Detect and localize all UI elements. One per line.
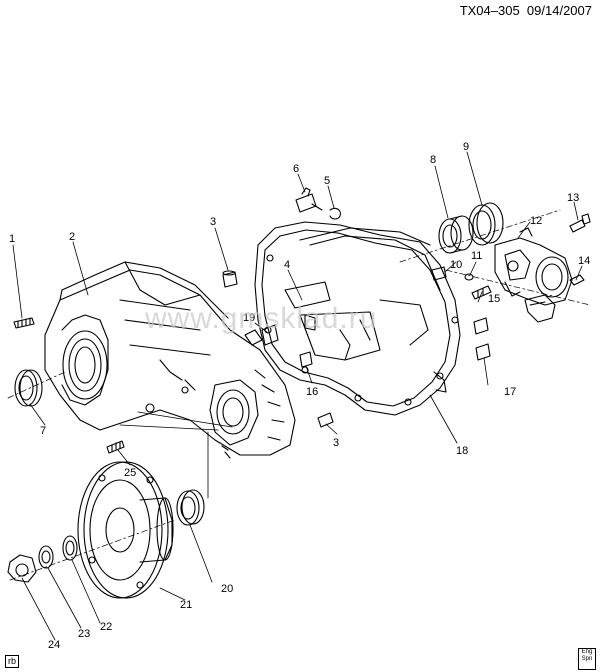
callout-3: 3 — [210, 216, 216, 228]
bolt-part-11 — [471, 285, 492, 300]
callout-8: 8 — [430, 154, 436, 166]
callout-19: 19 — [243, 312, 255, 324]
callout-6: 6 — [293, 163, 299, 175]
sensor-part-6 — [295, 187, 323, 213]
front-case-half — [44, 261, 296, 459]
bearing-part-8 — [438, 215, 474, 254]
plug-part-15 — [473, 317, 489, 335]
diagram-code: TX04–305 — [459, 3, 520, 18]
diagram-date: 09/14/2007 — [526, 3, 592, 18]
callout-17: 17 — [504, 386, 516, 398]
bolt-part-13 — [569, 213, 591, 233]
callout-22: 22 — [100, 621, 112, 633]
callout-9: 9 — [463, 141, 469, 153]
callout-12: 12 — [530, 215, 542, 227]
callout-labels: 1 2 3 4 5 6 7 8 9 10 11 12 13 14 15 16 1… — [9, 141, 590, 651]
callout-14: 14 — [578, 255, 590, 267]
dowel-pin-16 — [299, 351, 313, 368]
callout-23: 23 — [78, 628, 90, 640]
callout-11: 11 — [471, 250, 482, 262]
corner-tag: rb — [5, 655, 20, 668]
callout-16: 16 — [306, 386, 318, 398]
bolt-part-25 — [106, 440, 125, 454]
callout-4: 4 — [284, 259, 290, 271]
magnet-part-19 — [261, 324, 279, 346]
stud-part-1 — [13, 317, 35, 329]
callout-21: 21 — [180, 599, 192, 611]
callout-20: 20 — [221, 583, 233, 595]
ref-icon-line1: Eng — [581, 649, 593, 655]
callout-13: 13 — [567, 192, 579, 204]
rear-case-half — [254, 221, 461, 416]
dowel-pin-lower — [317, 412, 334, 428]
callout-15: 15 — [488, 293, 500, 305]
shift-bracket — [524, 294, 556, 323]
washer-part-22 — [62, 535, 78, 561]
callout-24: 24 — [48, 639, 60, 651]
callout-7: 7 — [40, 425, 46, 437]
callout-10: 10 — [450, 259, 462, 271]
callout-18: 18 — [456, 445, 468, 457]
callout-3-lower: 3 — [333, 437, 339, 449]
plug-part-17 — [475, 343, 491, 361]
bolt-part-14 — [569, 274, 585, 286]
plug-part-10 — [431, 266, 474, 281]
dowel-pin-upper — [222, 270, 238, 288]
callout-25: 25 — [124, 467, 136, 479]
callout-1: 1 — [9, 233, 15, 245]
nut-part-24 — [7, 554, 37, 583]
reference-book-icon: Eng Spn — [578, 648, 596, 670]
seal-part-20 — [176, 489, 205, 526]
output-flange-part-21 — [77, 461, 174, 599]
washer-part-23 — [38, 545, 54, 569]
seal-part-7 — [14, 369, 43, 407]
callout-2: 2 — [69, 231, 75, 243]
encoder-motor-part-12 — [494, 227, 573, 306]
callout-5: 5 — [324, 175, 330, 187]
diagram-code-header: TX04–305 09/14/2007 — [460, 3, 592, 18]
watermark-text: www.gmsklad.ru — [145, 302, 378, 335]
leader-lines — [12, 151, 583, 641]
alignment-centerlines — [7, 209, 591, 581]
ref-icon-line2: Spn — [581, 656, 593, 662]
seal-part-9 — [468, 202, 504, 246]
clip-part-5 — [329, 207, 341, 220]
